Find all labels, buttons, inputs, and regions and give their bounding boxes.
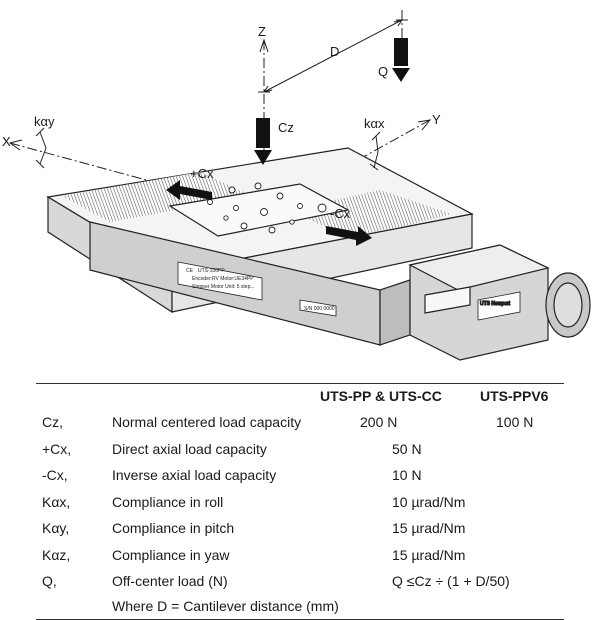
row-description: Direct axial load capacity	[112, 440, 267, 457]
table-top-rule	[36, 383, 564, 384]
stage-end-block	[379, 279, 411, 346]
plus-cx-arrow	[166, 180, 212, 200]
row-value-shared: Q ≤Cz ÷ (1 + D/50)	[392, 573, 510, 589]
row-symbol: Kαz,	[42, 546, 71, 563]
cz-label: Cz	[278, 120, 294, 135]
minus-cx-label: -Cx	[330, 206, 351, 221]
row-value-shared: 10 µrad/Nm	[392, 493, 466, 510]
z-axis-arrow	[259, 38, 269, 53]
row-value-shared: 15 µrad/Nm	[392, 546, 466, 563]
k-alpha-x-label: kαx	[364, 116, 385, 131]
cz-load-arrowhead	[254, 150, 272, 165]
motor-label: UTS Newport	[480, 301, 511, 307]
rotation-indicators	[35, 127, 381, 171]
row-value-shared: 50 N	[392, 440, 422, 457]
footnote: Where D = Cantilever distance (mm)	[112, 598, 339, 614]
stage-model-line: UTS-100PP	[198, 268, 225, 274]
db15-connector	[424, 286, 471, 314]
mounting-holes	[207, 182, 327, 234]
row-symbol: Kαy,	[42, 520, 70, 536]
row-value-ppv6: 100 N	[496, 414, 534, 430]
row-description: Normal centered load capacity	[112, 414, 302, 430]
y-axis-label: Y	[432, 112, 441, 127]
minus-cx-arrow	[326, 226, 372, 246]
row-description: Off-center load (N)	[112, 573, 228, 589]
x-axis-arrow	[8, 139, 23, 151]
y-axis-arrow	[417, 119, 432, 131]
z-axis-label: Z	[258, 24, 266, 39]
stage-body	[46, 147, 474, 346]
row-symbol: -Cx,	[42, 467, 68, 483]
stage-diagram: CE UTS-100PP Encoder:RV Motor:UE34PP Ste…	[2, 10, 591, 361]
row-description: Compliance in roll	[112, 493, 224, 510]
row-description: Compliance in pitch	[112, 520, 235, 536]
serial-number: S/N 000 0000	[304, 306, 335, 312]
stage-encoder-line: Encoder:RV Motor:UE34PP	[192, 276, 254, 282]
cz-load-block	[256, 118, 270, 148]
stage-label-plate: CE UTS-100PP Encoder:RV Motor:UE34PP Ste…	[177, 261, 337, 317]
k-alpha-y-label: kαy	[34, 114, 55, 129]
q-load-block	[394, 38, 408, 66]
rail-hatch-left	[62, 172, 252, 222]
d-label: D	[330, 44, 339, 59]
header-uts-pp-cc: UTS-PP & UTS-CC	[320, 388, 442, 404]
x-axis-label: X	[2, 134, 11, 149]
row-value-pp-cc: 200 N	[360, 414, 398, 430]
header-uts-ppv6: UTS-PPV6	[480, 388, 549, 404]
d-dimension	[258, 19, 408, 93]
q-label: Q	[378, 64, 388, 79]
stage-motor-line: Stepper Motor Unit: 5 step...	[192, 284, 255, 290]
row-value-shared: 15 µrad/Nm	[392, 520, 466, 536]
q-load-arrowhead	[392, 68, 410, 82]
motor-housing: UTS Newport	[408, 244, 591, 361]
plus-cx-label: +Cx	[190, 166, 214, 181]
row-value-shared: 10 N	[392, 467, 422, 483]
load-arrows	[166, 38, 410, 246]
row-symbol: Cz,	[42, 414, 63, 430]
row-description: Compliance in yaw	[112, 546, 230, 563]
row-symbol: +Cx,	[42, 440, 72, 457]
carriage-top	[168, 183, 350, 237]
ce-mark: CE	[186, 268, 194, 274]
row-symbol: Q,	[42, 573, 57, 589]
row-description: Inverse axial load capacity	[112, 467, 277, 483]
row-symbol: Kαx,	[42, 493, 71, 510]
